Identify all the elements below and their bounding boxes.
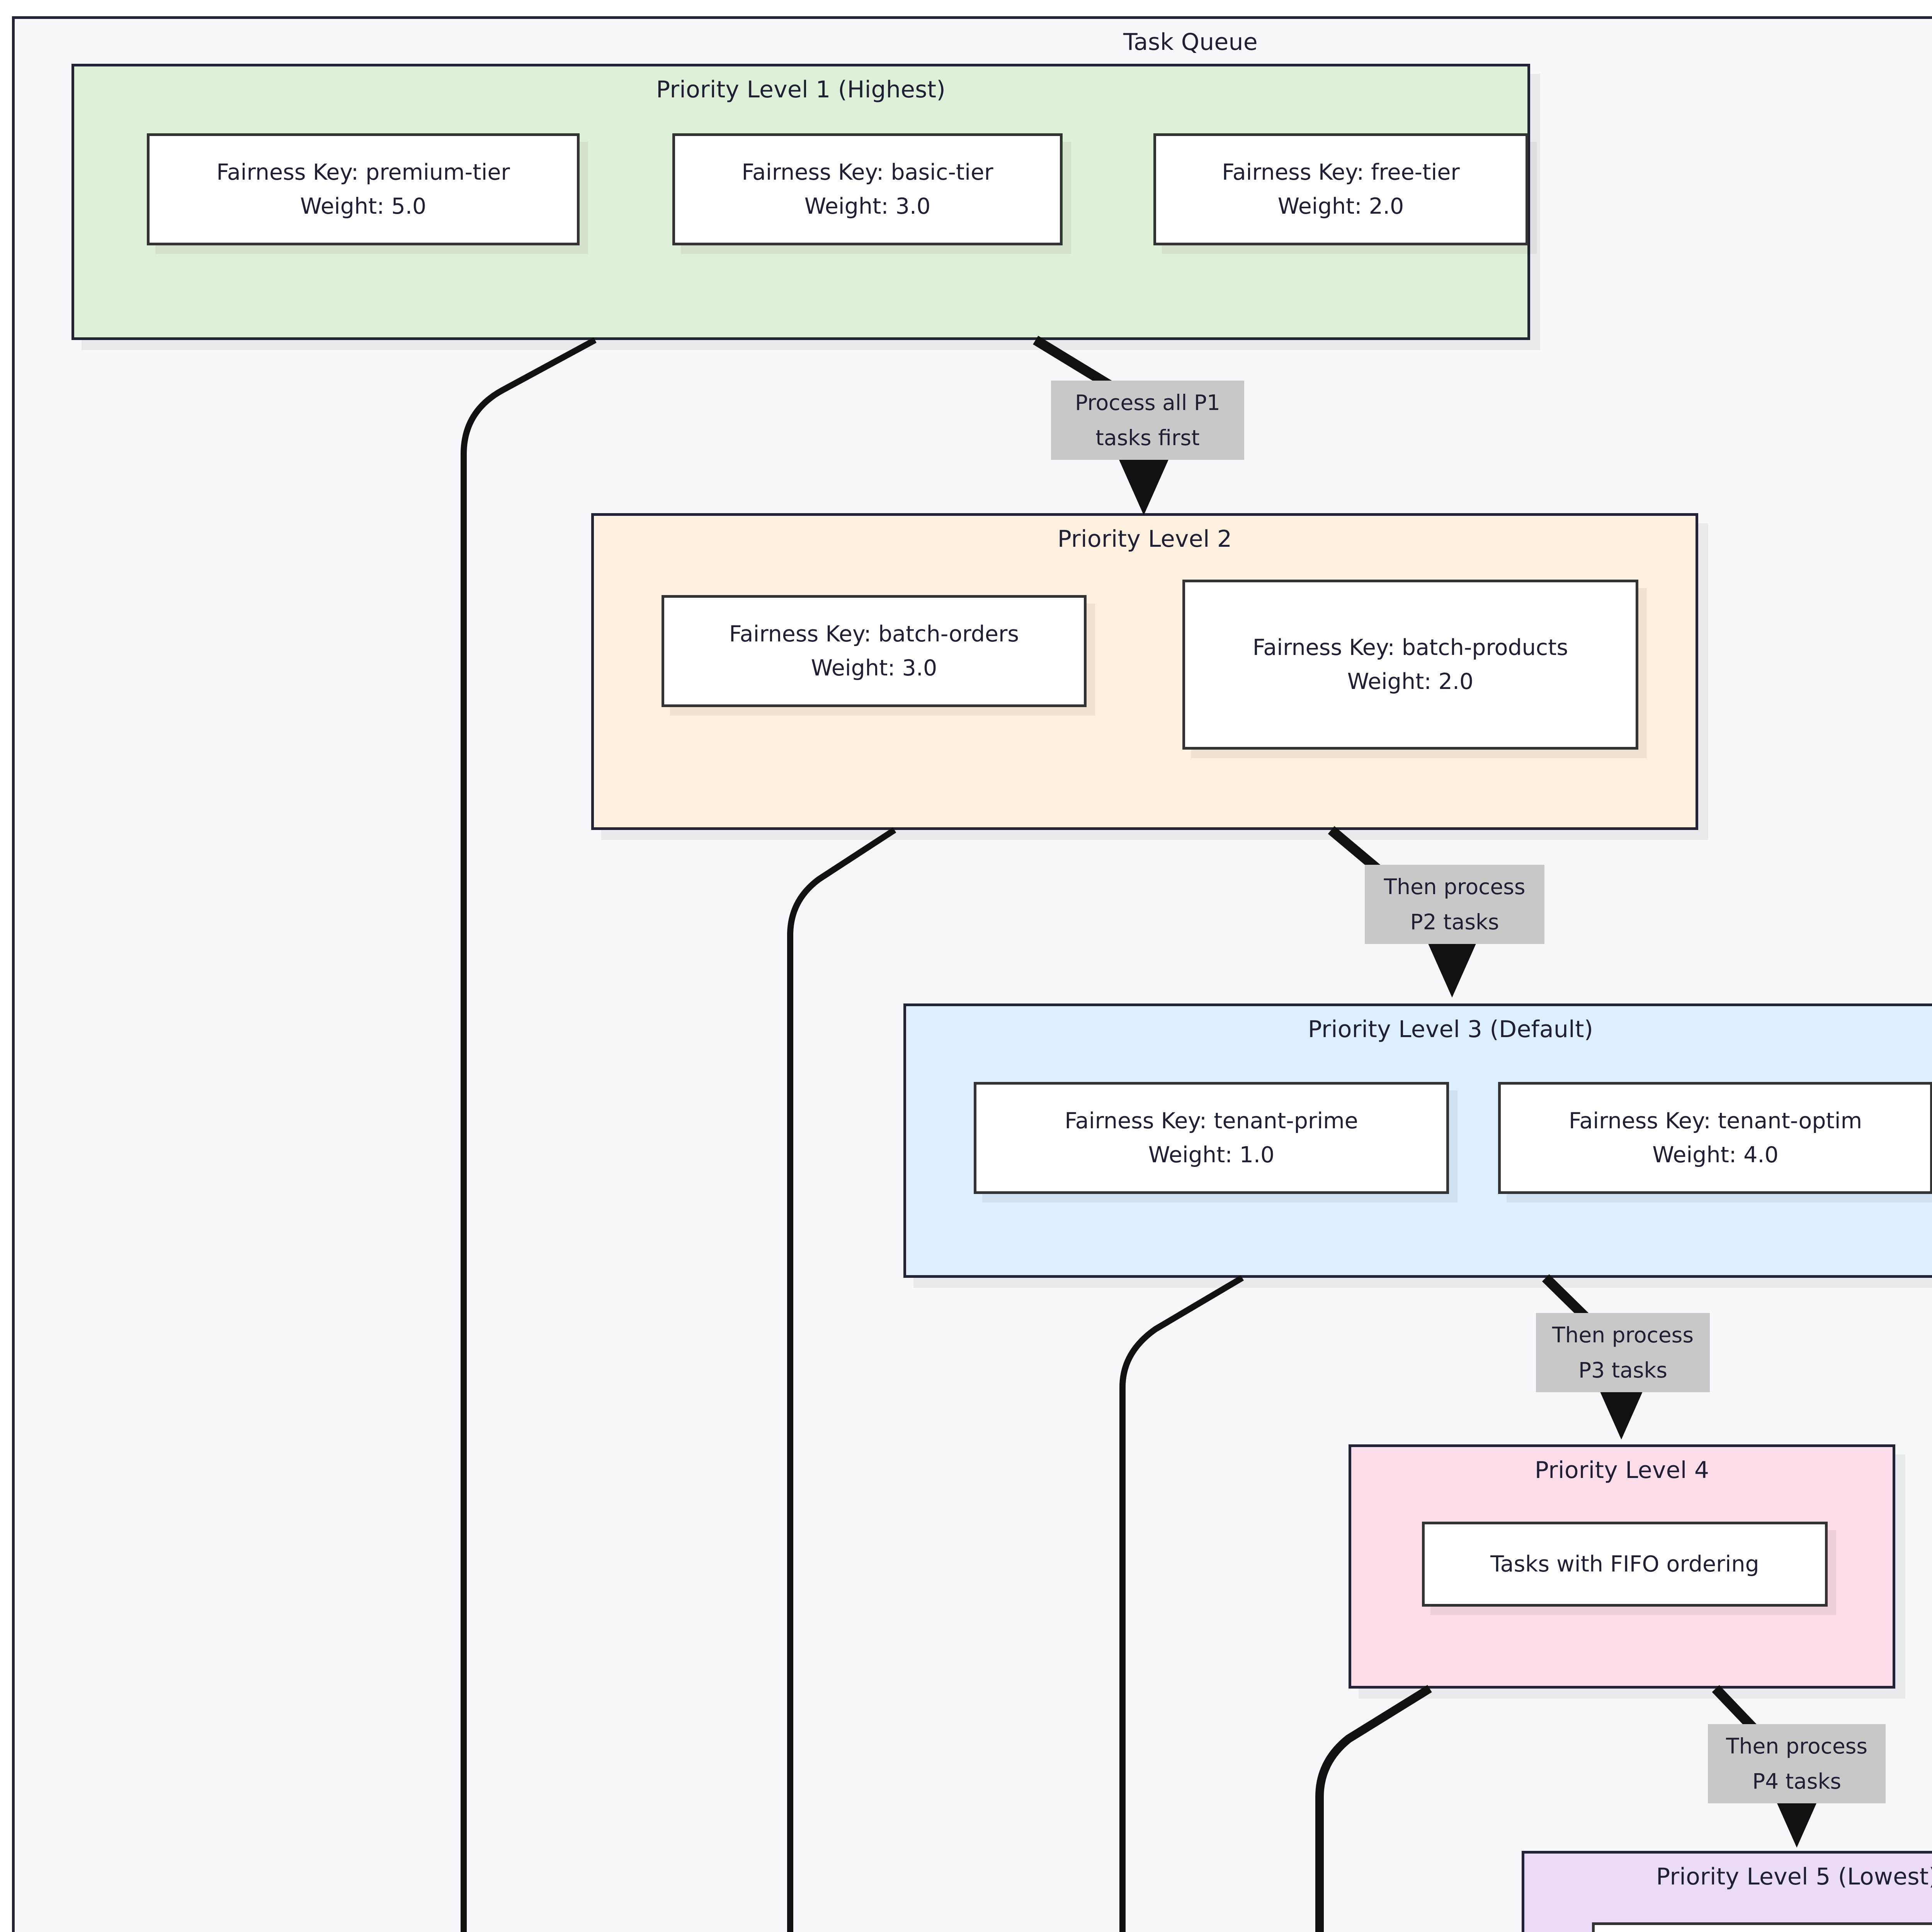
cluster-title-priority-3: Priority Level 3 (Default): [1308, 1016, 1594, 1043]
fifo-label: Tasks with FIFO ordering: [1490, 1551, 1759, 1577]
weight-label: Weight: 3.0: [811, 655, 937, 681]
cluster-title-priority-2: Priority Level 2: [1057, 526, 1232, 553]
fairness-key-label: Fairness Key: batch-products: [1252, 634, 1568, 660]
fairness-key-label: Fairness Key: batch-orders: [729, 621, 1019, 647]
edge-label-line-1: Process all P1: [1075, 390, 1221, 415]
fairness-key-card[interactable]: Fairness Key: batch-products Weight: 2.0: [1182, 580, 1638, 750]
edge-label-p1-p2: Process all P1 tasks first: [1051, 381, 1244, 460]
edge-label-p4-p5: Then process P4 tasks: [1708, 1724, 1886, 1803]
fairness-key-label: Fairness Key: tenant-prime: [1065, 1108, 1358, 1134]
edge-label-line-1: Then process: [1384, 874, 1526, 899]
cluster-title-priority-4: Priority Level 4: [1534, 1457, 1709, 1484]
weight-label: Weight: 1.0: [1148, 1142, 1275, 1168]
cluster-title-task-queue: Task Queue: [1123, 29, 1258, 56]
fairness-key-card[interactable]: Fairness Key: basic-tier Weight: 3.0: [672, 133, 1063, 245]
fairness-key-card[interactable]: Fairness Key: tenant-optim Weight: 4.0: [1498, 1082, 1932, 1194]
edge-label-line-2: P2 tasks: [1410, 909, 1499, 934]
fifo-card[interactable]: Tasks with FIFO ordering: [1422, 1522, 1828, 1607]
fairness-key-card[interactable]: Fairness Key: premium-tier Weight: 5.0: [147, 133, 580, 245]
weight-label: Weight: 5.0: [300, 194, 427, 219]
fairness-key-label: Fairness Key: basic-tier: [742, 159, 993, 185]
edge-label-line-2: P4 tasks: [1752, 1769, 1842, 1794]
fairness-key-card[interactable]: Fairness Key: batch-orders Weight: 3.0: [662, 595, 1087, 707]
fairness-key-card[interactable]: Fairness Key: free-tier Weight: 2.0: [1153, 133, 1528, 245]
fairness-key-label: Fairness Key: free-tier: [1222, 159, 1460, 185]
edge-label-p3-p4: Then process P3 tasks: [1536, 1313, 1710, 1392]
weight-label: Weight: 4.0: [1652, 1142, 1779, 1168]
fairness-key-label: Fairness Key: tenant-optim: [1568, 1108, 1862, 1134]
weight-label: Weight: 3.0: [804, 194, 931, 219]
edge-label-line-2: tasks first: [1095, 425, 1200, 450]
weight-label: Weight: 2.0: [1277, 194, 1404, 219]
weight-label: Weight: 2.0: [1347, 669, 1474, 694]
fifo-card[interactable]: Tasks with FIFO ordering: [1592, 1922, 1932, 1932]
edge-label-line-1: Then process: [1552, 1322, 1694, 1347]
edge-label-line-1: Then process: [1726, 1733, 1867, 1759]
edge-label-p2-p3: Then process P2 tasks: [1365, 865, 1544, 944]
cluster-title-priority-1: Priority Level 1 (Highest): [656, 76, 946, 103]
edge-label-line-2: P3 tasks: [1578, 1357, 1668, 1383]
cluster-title-priority-5: Priority Level 5 (Lowest): [1656, 1863, 1932, 1890]
fairness-key-card[interactable]: Fairness Key: tenant-prime Weight: 1.0: [974, 1082, 1449, 1194]
fairness-key-label: Fairness Key: premium-tier: [216, 159, 510, 185]
cluster-priority-5: Priority Level 5 (Lowest): [1522, 1851, 1932, 1932]
